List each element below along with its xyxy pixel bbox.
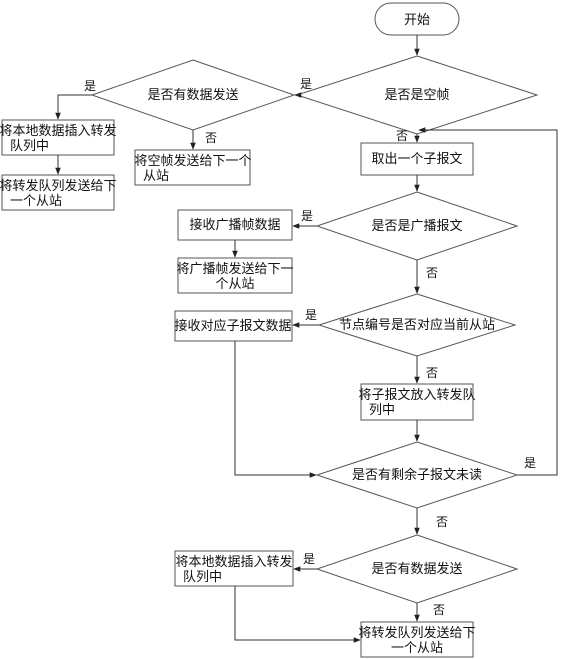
box-send-queue-bottom: [360, 621, 474, 658]
send-queue-bottom-line2: 一个从站: [391, 640, 443, 655]
has-data-top-label: 是否有数据发送: [147, 87, 238, 102]
yes-label-hasdata-bottom: 是: [303, 552, 315, 566]
box-take-subframe: [360, 142, 474, 176]
is-empty-frame-label: 是否是空帧: [384, 87, 449, 102]
is-broadcast-label: 是否是广播报文: [371, 218, 462, 233]
box-send-empty-frame: [134, 149, 251, 186]
insert-local-bottom-line2: 队列中: [183, 569, 222, 584]
no-label-empty: 否: [396, 129, 408, 143]
yes-label-node: 是: [305, 308, 317, 322]
no-label-hasdata-bottom: 否: [433, 603, 445, 617]
yes-label-empty: 是: [300, 77, 312, 91]
send-broadcast-line1: 将广播帧发送给下一: [176, 261, 293, 276]
has-data-bottom-label: 是否有数据发送: [371, 561, 462, 576]
yes-label-broadcast: 是: [301, 209, 313, 223]
take-subframe-label: 取出一个子报文: [371, 151, 462, 166]
edge-remaining-yes-loop: [418, 127, 558, 476]
box-send-queue-top: [1, 174, 115, 211]
send-empty-frame-line2: 从站: [143, 168, 169, 183]
send-broadcast-line2: 个从站: [215, 276, 254, 291]
send-queue-top-line1: 将转发队列发送给下: [0, 178, 117, 193]
yes-label-remaining: 是: [524, 456, 536, 470]
no-label-broadcast: 否: [426, 266, 438, 280]
edge-hasdata-top-yes: [55, 94, 92, 120]
box-send-broadcast: [177, 257, 293, 294]
no-label-remaining: 否: [436, 515, 448, 529]
yes-label-hasdata-top: 是: [84, 79, 96, 93]
send-queue-top-line2: 一个从站: [10, 193, 62, 208]
receive-subframe-label: 接收对应子报文数据: [174, 318, 291, 333]
no-label-hasdata-top: 否: [205, 131, 217, 145]
edge-insert-to-send-bottom: [234, 586, 361, 643]
node-match-label: 节点编号是否对应当前从站: [339, 317, 495, 332]
box-insert-local-bottom: [174, 550, 294, 587]
receive-broadcast-label: 接收广播帧数据: [189, 217, 280, 232]
send-queue-bottom-line1: 将转发队列发送给下: [358, 625, 475, 640]
start-label: 开始: [404, 12, 430, 27]
put-subframe-line2: 列中: [369, 402, 395, 417]
send-empty-frame-line1: 将空帧发送给下一个: [134, 153, 251, 168]
put-subframe-line1: 将子报文放入转发队: [358, 387, 475, 402]
box-receive-subframe: [174, 310, 293, 342]
insert-local-bottom-line1: 将本地数据插入转发: [175, 554, 292, 569]
insert-local-top-line1: 将本地数据插入转发: [0, 123, 117, 138]
edge-receive-subframe-to-remaining: [234, 341, 317, 478]
box-put-subframe: [360, 383, 474, 421]
insert-local-top-line2: 队列中: [10, 138, 49, 153]
box-receive-broadcast: [177, 209, 293, 241]
no-label-node: 否: [426, 366, 438, 380]
remaining-label: 是否有剩余子报文未读: [352, 467, 482, 482]
